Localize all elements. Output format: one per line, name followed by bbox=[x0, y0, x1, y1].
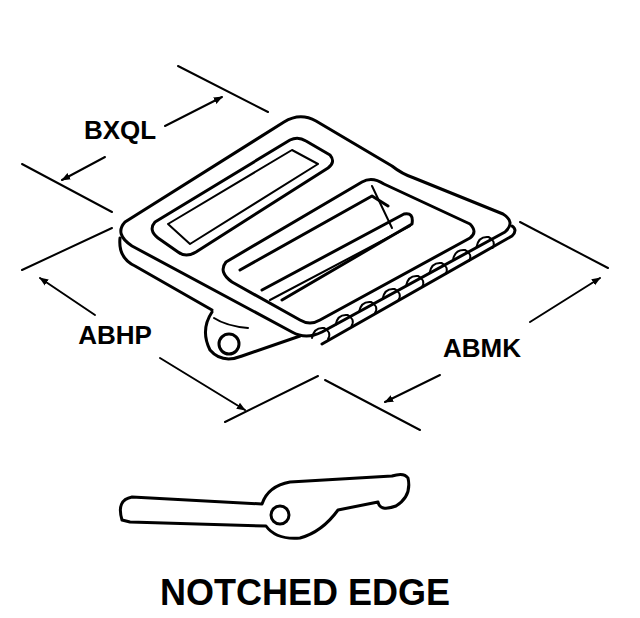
buckle-teeth bbox=[312, 237, 494, 339]
extension-lines bbox=[22, 66, 608, 430]
tooth bbox=[336, 315, 353, 326]
side-view-notched-edge bbox=[120, 474, 408, 538]
view-caption: NOTCHED EDGE bbox=[157, 573, 453, 613]
tooth bbox=[430, 263, 447, 274]
buckle-body bbox=[120, 117, 515, 359]
dimension-label: BXQL bbox=[81, 116, 159, 145]
dimension-lines bbox=[40, 97, 600, 410]
dimension-label: ABMK bbox=[440, 334, 524, 363]
tooth bbox=[359, 302, 376, 313]
tooth bbox=[383, 289, 400, 300]
dimension-label: ABHP bbox=[75, 321, 155, 350]
tooth bbox=[406, 276, 423, 287]
tooth bbox=[453, 250, 470, 261]
tooth bbox=[312, 328, 329, 339]
tooth bbox=[477, 237, 494, 248]
